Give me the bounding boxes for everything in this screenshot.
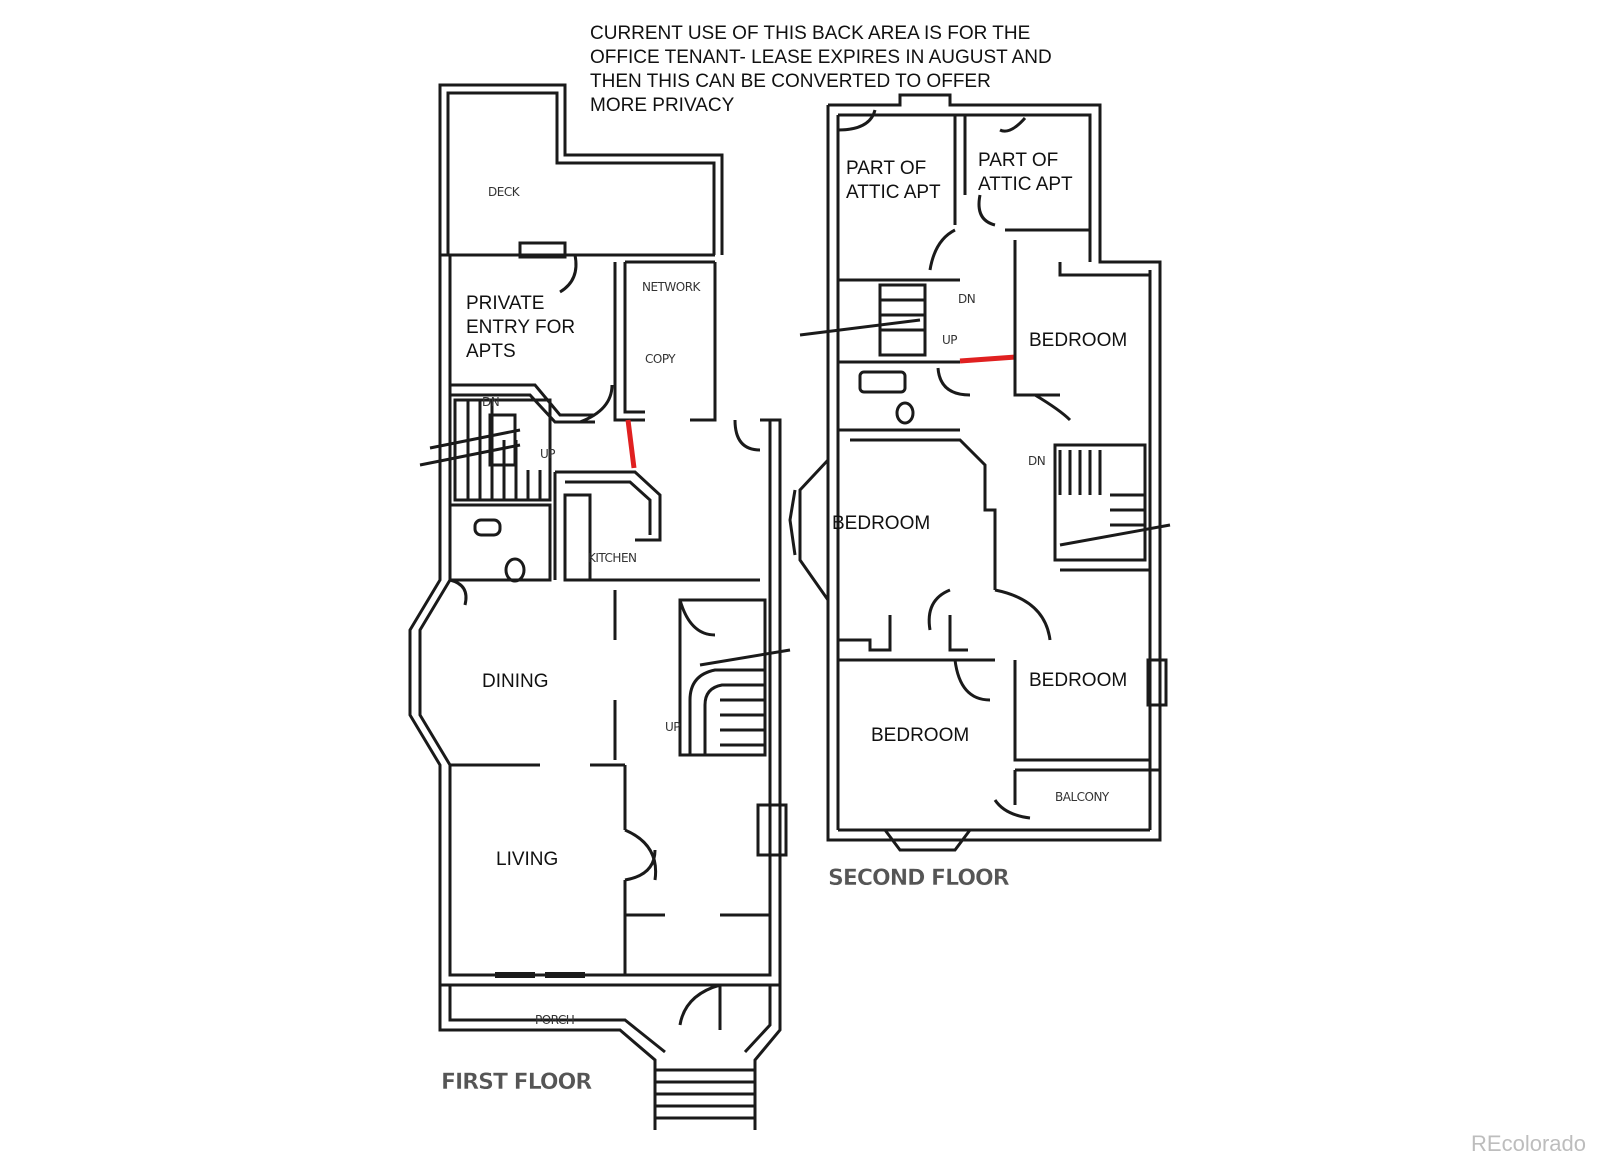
note-line-4: MORE PRIVACY (590, 95, 735, 116)
label-hall-stair-up: UP (665, 720, 681, 734)
label-second-dn: DN (958, 292, 976, 306)
first-floor-title: FIRST FLOOR (441, 1070, 593, 1095)
label-private-entry-3: APTS (466, 341, 516, 362)
red-divider-second-floor (959, 354, 1017, 364)
label-stair-dn: DN (482, 395, 500, 409)
note-line-3: THEN THIS CAN BE CONVERTED TO OFFER (590, 71, 991, 92)
label-bedroom-ne: BEDROOM (1029, 330, 1128, 351)
label-attic-right-2: ATTIC APT (978, 174, 1073, 195)
label-attic-right-1: PART OF (978, 150, 1059, 171)
label-stair-up: UP (540, 447, 556, 461)
label-network: NETWORK (642, 280, 700, 294)
label-kitchen: KITCHEN (588, 551, 637, 565)
label-bedroom-e: BEDROOM (1029, 670, 1128, 691)
second-floor-title: SECOND FLOOR (828, 866, 1010, 891)
second-floor-walls (788, 93, 1171, 852)
first-floor-walls (408, 83, 791, 1130)
label-balcony: BALCONY (1055, 790, 1109, 804)
label-porch: PORCH (535, 1013, 575, 1027)
label-attic-left-1: PART OF (846, 158, 927, 179)
label-copy: COPY (645, 352, 676, 366)
label-dining: DINING (482, 671, 549, 692)
label-deck: DECK (488, 185, 520, 199)
label-living: LIVING (496, 849, 559, 870)
note-line-2: OFFICE TENANT- LEASE EXPIRES IN AUGUST A… (590, 47, 1052, 68)
label-second-dn-2: DN (1028, 454, 1046, 468)
label-private-entry-2: ENTRY FOR (466, 317, 576, 338)
red-divider-first-floor (625, 419, 637, 469)
watermark: REcolorado (1471, 1131, 1586, 1156)
label-private-entry-1: PRIVATE (466, 293, 545, 314)
label-second-up: UP (942, 333, 958, 347)
label-bedroom-w: BEDROOM (832, 513, 931, 534)
label-attic-left-2: ATTIC APT (846, 182, 941, 203)
label-bedroom-s: BEDROOM (871, 725, 970, 746)
tenant-note: CURRENT USE OF THIS BACK AREA IS FOR THE… (590, 22, 1150, 118)
note-line-1: CURRENT USE OF THIS BACK AREA IS FOR THE (590, 23, 1031, 44)
